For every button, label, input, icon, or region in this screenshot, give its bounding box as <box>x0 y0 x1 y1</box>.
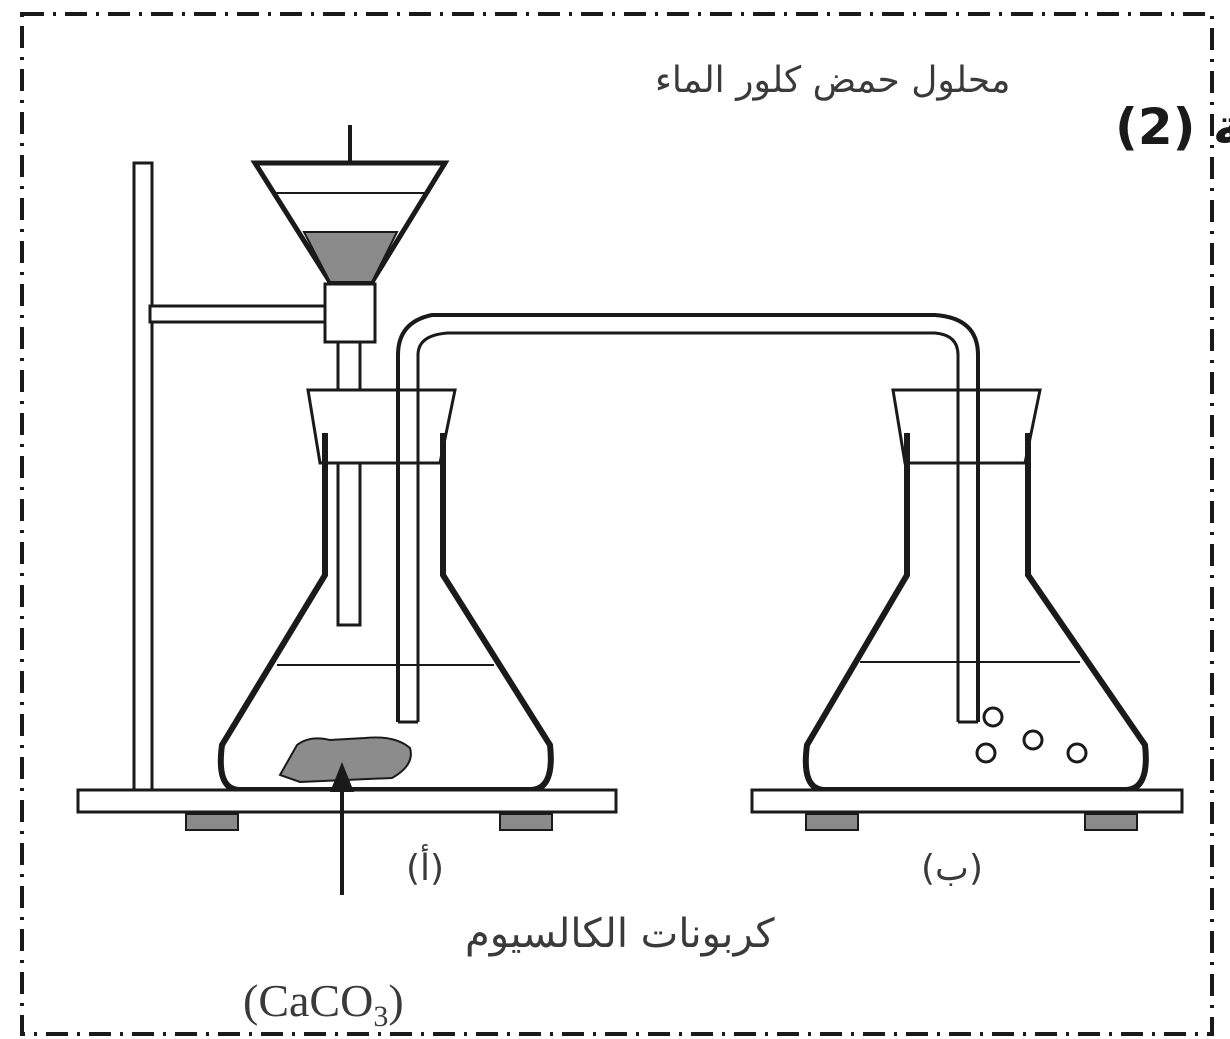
carbonate-formula-label: (CaCO3) <box>243 975 404 1033</box>
flask-a <box>217 388 554 793</box>
delivery-tube <box>396 313 980 724</box>
flask-a-label: (أ) <box>406 844 444 889</box>
document-frame <box>20 12 1214 1036</box>
document-title: الوثيقة (2) <box>1115 98 1230 157</box>
flask-b-label: (ب) <box>921 848 983 889</box>
calcium-carbonate-solid <box>278 736 412 784</box>
flask-b <box>802 388 1149 793</box>
base-plate-b <box>750 788 1184 831</box>
gas-bubbles <box>975 706 1088 764</box>
retort-stand <box>132 161 330 795</box>
base-plate-a <box>76 788 618 831</box>
acid-liquid <box>302 231 399 283</box>
carbonate-name-label: كربونات الكالسيوم <box>465 911 776 957</box>
carbonate-arrow <box>330 762 354 895</box>
acid-solution-label: محلول حمض كلور الماء <box>655 60 1010 101</box>
